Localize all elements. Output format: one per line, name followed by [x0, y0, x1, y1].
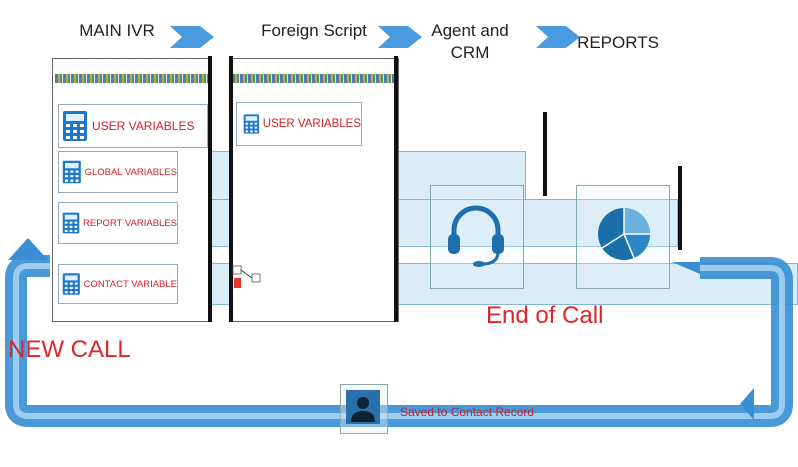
window-toolbar: [55, 74, 209, 83]
stage-agent-crm-line1: Agent and: [431, 21, 509, 40]
end-of-call-label: End of Call: [486, 302, 604, 329]
chevron-right-icon: [378, 26, 422, 48]
person-icon: [346, 390, 380, 424]
calculator-icon: [62, 160, 81, 184]
chevron-right-icon: [536, 26, 580, 48]
stage-agent-crm-line2: CRM: [450, 43, 490, 62]
window-toolbar: [232, 74, 396, 83]
stage-divider: [229, 56, 233, 322]
stage-main-ivr: MAIN IVR: [79, 21, 155, 40]
calculator-icon: [62, 212, 80, 234]
stage-divider: [394, 56, 398, 322]
saved-to-contact-label: Saved to Contact Record: [400, 405, 535, 419]
flow-arrowhead-up: [8, 238, 48, 260]
global-variables-label: GLOBAL VARIABLES: [84, 166, 177, 178]
report-variables-label: REPORT VARIABLES: [83, 217, 177, 229]
stage-divider: [678, 166, 682, 250]
calculator-icon: [243, 114, 260, 134]
calculator-icon: [62, 273, 80, 295]
window-menu-bar: [53, 67, 211, 74]
calculator-icon: [63, 111, 87, 141]
user-variables-box: USER VARIABLES: [58, 104, 208, 148]
window-menu-bar: [230, 67, 398, 74]
stage-agent-crm: Agent and CRM: [420, 20, 520, 64]
new-call-label: NEW CALL: [8, 336, 131, 363]
flow-arrowhead-left: [740, 388, 754, 420]
pie-chart-icon: [598, 208, 650, 260]
report-variables-box: REPORT VARIABLES: [58, 202, 178, 244]
stage-divider: [543, 112, 547, 196]
contact-variable-box: CONTACT VARIABLE: [58, 264, 178, 304]
foreign-user-variables-box: USER VARIABLES: [236, 102, 362, 146]
stage-reports: REPORTS: [577, 33, 659, 52]
window-title-bar: [230, 59, 398, 67]
flow-arrowhead-down: [672, 262, 700, 274]
global-variables-box: GLOBAL VARIABLES: [58, 151, 178, 193]
window-title-bar: [53, 59, 211, 67]
headset-icon: [448, 205, 504, 267]
chevron-right-icon: [170, 26, 214, 48]
stage-foreign-script: Foreign Script: [261, 21, 367, 40]
contact-variable-label: CONTACT VARIABLE: [83, 278, 177, 290]
stage-divider: [208, 56, 212, 322]
foreign-user-variables-label: USER VARIABLES: [262, 118, 361, 130]
user-variables-label: USER VARIABLES: [92, 119, 195, 133]
agent-crm-card: [430, 185, 524, 289]
script-flow-snippet: [232, 265, 261, 288]
